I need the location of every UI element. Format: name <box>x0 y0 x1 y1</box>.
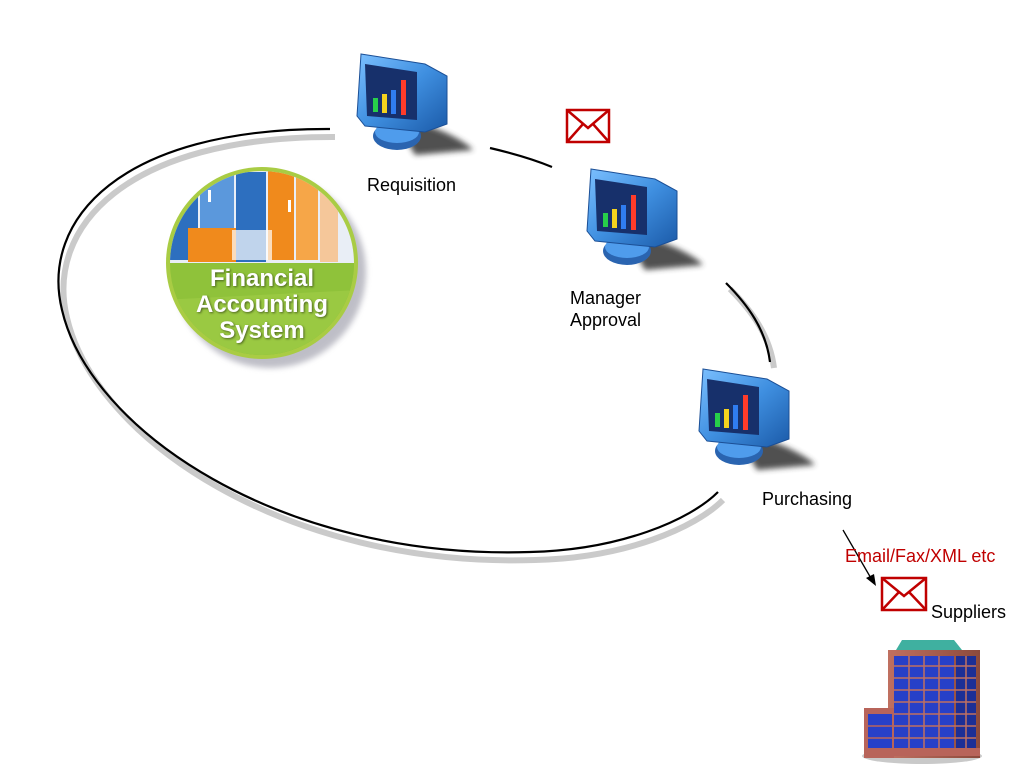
computer-monitor-icon <box>698 368 815 470</box>
manager-approval-computer <box>586 168 703 270</box>
manager-approval-label-line2: Approval <box>570 310 642 330</box>
envelope-icon <box>880 576 928 612</box>
cycle-loop <box>57 127 777 564</box>
office-building-icon <box>862 640 982 764</box>
financial-accounting-title: Financial Accounting System <box>196 265 328 344</box>
send-arrow <box>842 529 876 586</box>
requisition-label: Requisition <box>367 175 457 195</box>
transmission-label: Email/Fax/XML etc <box>845 546 996 566</box>
suppliers-label: Suppliers <box>931 602 1007 622</box>
requisition-computer <box>356 53 473 155</box>
purchasing-computer <box>698 368 815 470</box>
computer-monitor-icon <box>356 53 473 155</box>
computer-monitor-icon <box>586 168 703 270</box>
envelope-icon <box>565 108 611 144</box>
purchasing-label: Purchasing <box>762 489 853 509</box>
manager-approval-label-line1: Manager <box>570 288 642 308</box>
